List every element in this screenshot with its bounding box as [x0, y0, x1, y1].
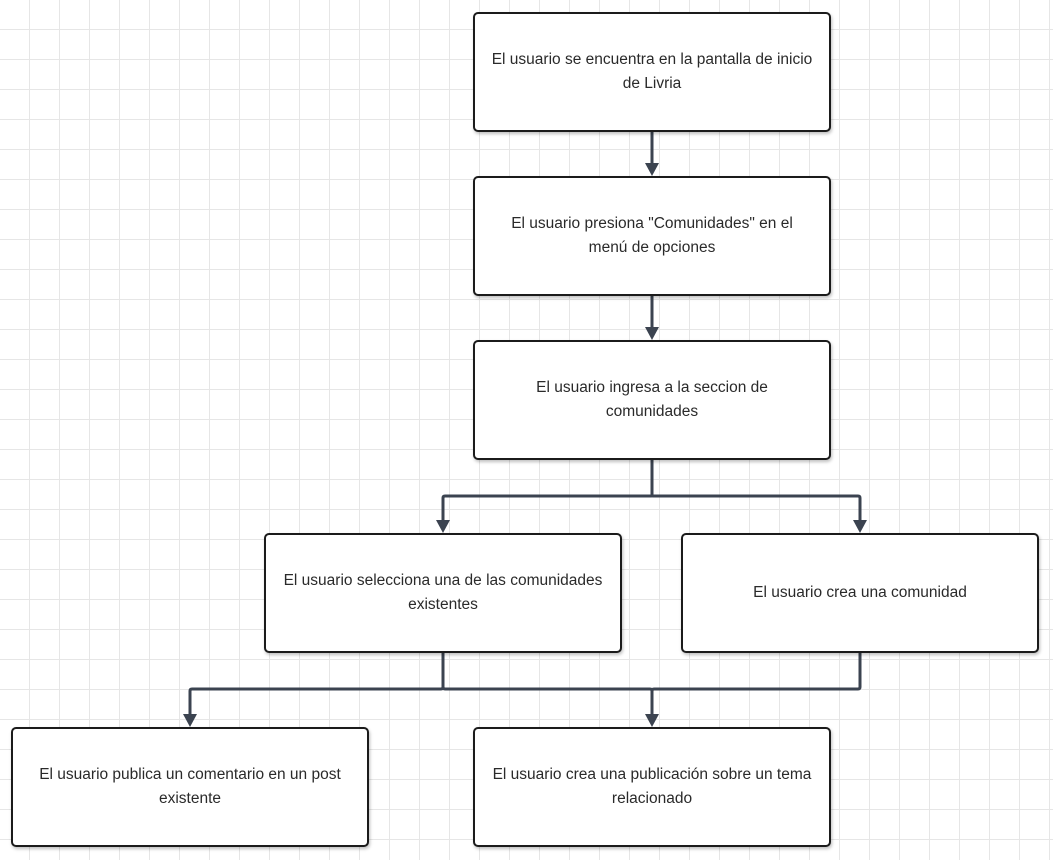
node-create-community[interactable]: El usuario crea una comunidad — [681, 533, 1039, 653]
node-press-communities[interactable]: El usuario presiona "Comunidades" en el … — [473, 176, 831, 296]
edge-n4-n6 — [188, 651, 445, 719]
edge-n3-n4 — [441, 458, 654, 525]
node-label: El usuario crea una comunidad — [753, 584, 967, 601]
node-label: El usuario presiona "Comunidades" en el … — [511, 215, 793, 256]
arrowhead-n2 — [645, 163, 659, 176]
node-label: El usuario crea una publicación sobre un… — [492, 766, 812, 807]
arrowhead-n7 — [645, 714, 659, 727]
node-enter-communities-section[interactable]: El usuario ingresa a la seccion de comun… — [473, 340, 831, 460]
node-create-publication[interactable]: El usuario crea una publicación sobre un… — [473, 727, 831, 847]
node-label: El usuario selecciona una de las comunid… — [283, 572, 603, 613]
node-label: El usuario publica un comentario en un p… — [39, 766, 341, 807]
node-comment-on-post[interactable]: El usuario publica un comentario en un p… — [11, 727, 369, 847]
arrowhead-n3 — [645, 327, 659, 340]
arrowhead-n5 — [853, 520, 867, 533]
node-label: El usuario ingresa a la seccion de comun… — [536, 379, 768, 420]
node-select-existing-community[interactable]: El usuario selecciona una de las comunid… — [264, 533, 622, 653]
node-home-screen[interactable]: El usuario se encuentra en la pantalla d… — [473, 12, 831, 132]
node-label: El usuario se encuentra en la pantalla d… — [491, 51, 813, 92]
arrowhead-n4 — [436, 520, 450, 533]
edge-n5-n7 — [650, 651, 862, 693]
edge-n4-n7 — [441, 685, 654, 719]
edge-n3-n5 — [650, 493, 862, 525]
arrowhead-n6 — [183, 714, 197, 727]
